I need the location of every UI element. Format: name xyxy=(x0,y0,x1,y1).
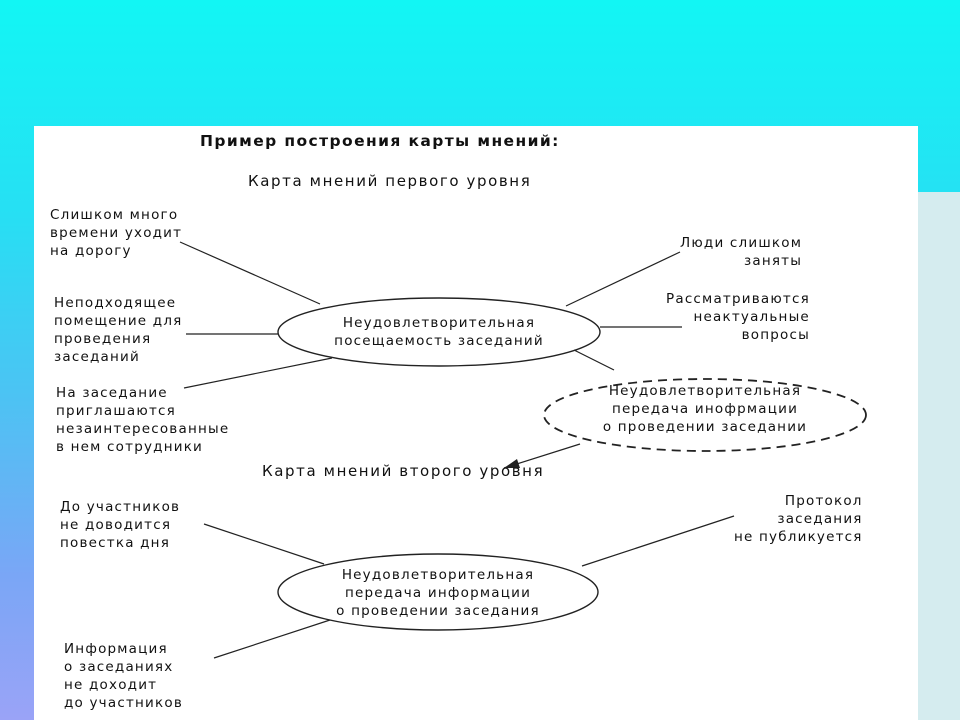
arrow-head xyxy=(504,459,520,468)
level1-center-ellipse xyxy=(277,297,601,367)
spoke-7 xyxy=(203,523,325,565)
level1-cause-3: На заседание приглашаются незаинтересова… xyxy=(56,385,230,455)
page-title: Пример построения карты мнений: xyxy=(200,132,560,150)
level2-heading: Карта мнений второго уровня xyxy=(262,462,545,480)
level2-center-ellipse xyxy=(277,553,599,631)
connector-lines xyxy=(179,241,867,659)
spoke-6 xyxy=(573,349,615,371)
background-strip xyxy=(918,192,960,720)
level1-cause-4: Люди слишком заняты xyxy=(680,235,803,269)
level1-cause-2: Неподходящее помещение для проведения за… xyxy=(54,295,183,365)
spoke-1 xyxy=(179,241,321,305)
dashed-node-label: Неудовлетворительная передача инофрмации… xyxy=(602,383,808,435)
level2-center-label: Неудовлетворительная передача информации… xyxy=(336,567,540,619)
spoke-4 xyxy=(565,251,681,307)
level1-center-label: Неудовлетворительная посещаемость заседа… xyxy=(334,315,544,349)
opinion-map-sheet: Пример построения карты мнений: Карта мн… xyxy=(34,126,918,720)
level1-cause-5: Рассматриваются неактуальные вопросы xyxy=(666,291,810,343)
level2-cause-3: Информация о заседаниях не доходит до уч… xyxy=(64,641,183,711)
level1-cause-1: Слишком много времени уходит на дорогу xyxy=(50,207,183,259)
spoke-3 xyxy=(183,357,333,389)
spoke-8 xyxy=(581,515,735,567)
level2-cause-2: Протокол заседания не публикуется xyxy=(734,493,863,545)
level1-heading: Карта мнений первого уровня xyxy=(248,172,532,190)
spoke-9 xyxy=(213,619,331,659)
level2-cause-1: До участников не доводится повестка дня xyxy=(60,499,181,551)
dashed-ellipse xyxy=(543,378,867,452)
